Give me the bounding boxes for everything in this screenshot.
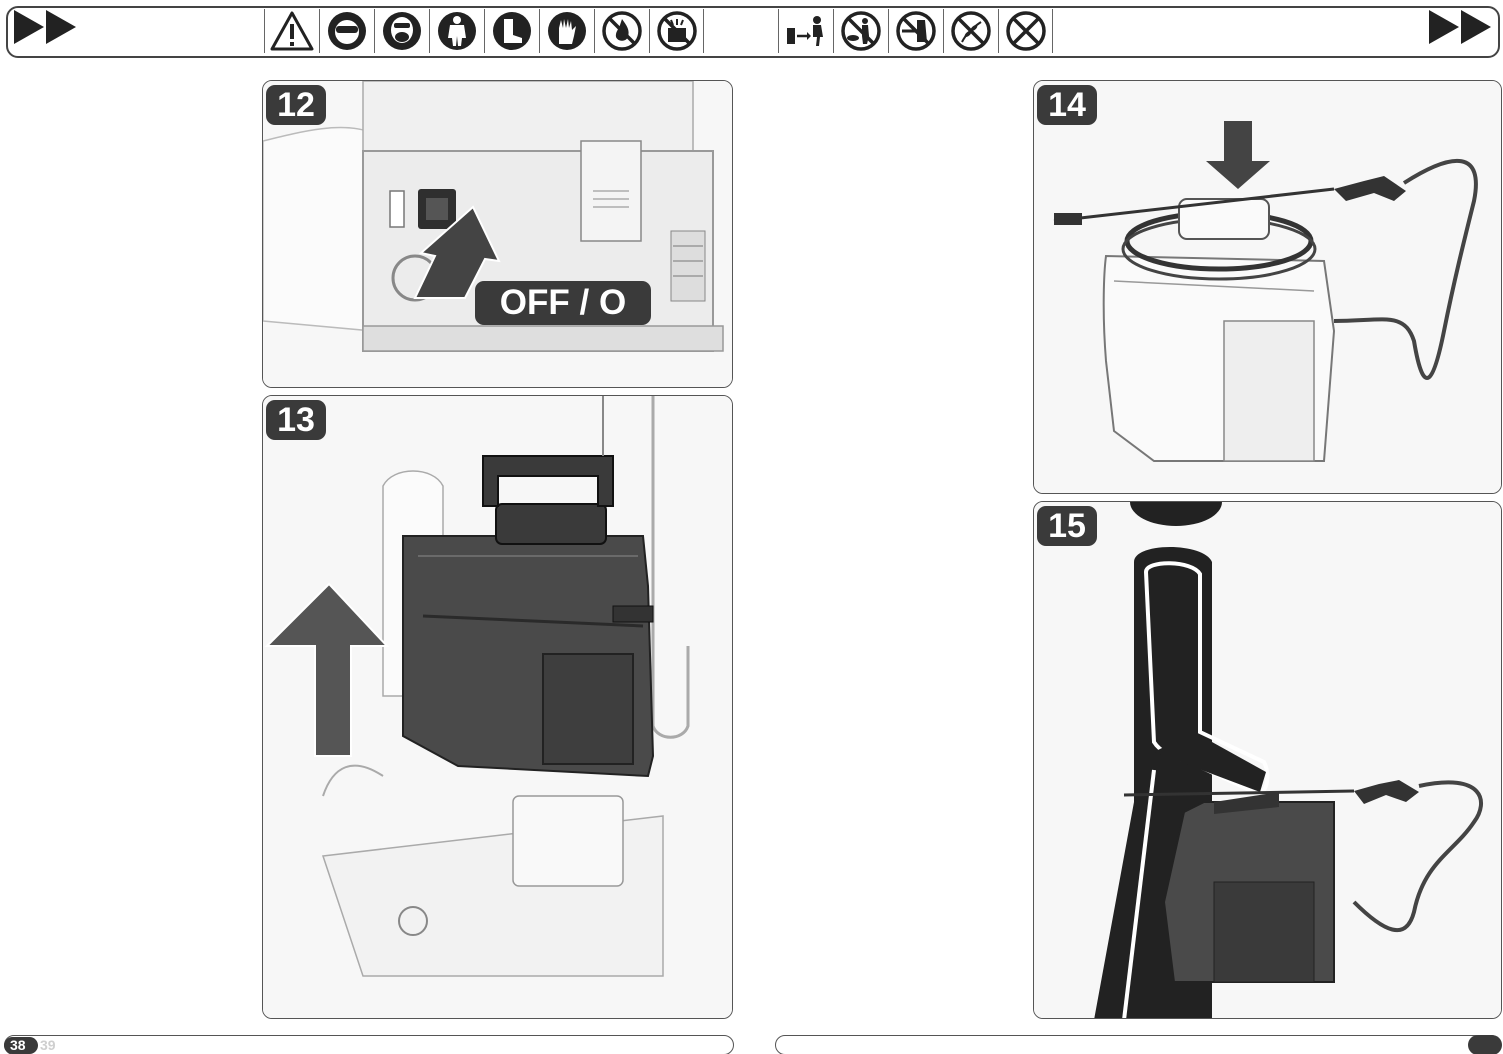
step-number: 13: [266, 400, 326, 440]
keep-distance-icon: [778, 9, 833, 53]
no-spraying-electrical-icon: [888, 9, 943, 53]
power-switch-illustration: [263, 81, 732, 387]
step-number: 14: [1037, 85, 1097, 125]
step-14-panel: 14: [1033, 80, 1502, 494]
footer-bar-right: [775, 1035, 1501, 1054]
header-bar: [6, 6, 1500, 58]
step-number: 15: [1037, 506, 1097, 546]
gloves-icon: [539, 9, 594, 53]
protective-suit-icon: [429, 9, 484, 53]
previous-page-icon[interactable]: [14, 10, 80, 44]
next-page-icon[interactable]: [1429, 10, 1495, 44]
step-13-panel: 13: [262, 395, 733, 1019]
safety-icons-ppe: [264, 9, 704, 53]
no-spraying-people-animals-icon: [833, 9, 888, 53]
prohibited-icon: [998, 9, 1053, 53]
footer-bar-left: [4, 1035, 734, 1054]
step-12-panel: 12 OFF / O: [262, 80, 733, 388]
remove-tank-illustration: [263, 396, 732, 1018]
off-position-label: OFF / O: [475, 281, 651, 325]
step-15-panel: 15: [1033, 501, 1502, 1019]
page-number-right: 39: [40, 1037, 56, 1053]
warning-icon: [264, 9, 319, 53]
carry-sprayer-illustration: [1034, 502, 1501, 1018]
respirator-icon: [374, 9, 429, 53]
lower-tank-illustration: [1034, 81, 1501, 493]
no-water-spray-icon: [649, 9, 704, 53]
eye-protection-icon: [319, 9, 374, 53]
page-number-left: 38: [4, 1037, 38, 1054]
footer-tab: [1468, 1035, 1502, 1054]
step-number: 12: [266, 85, 326, 125]
protective-boots-icon: [484, 9, 539, 53]
no-spraying-plants-icon: [943, 9, 998, 53]
no-flammables-icon: [594, 9, 649, 53]
safety-icons-usage: [778, 9, 1053, 53]
